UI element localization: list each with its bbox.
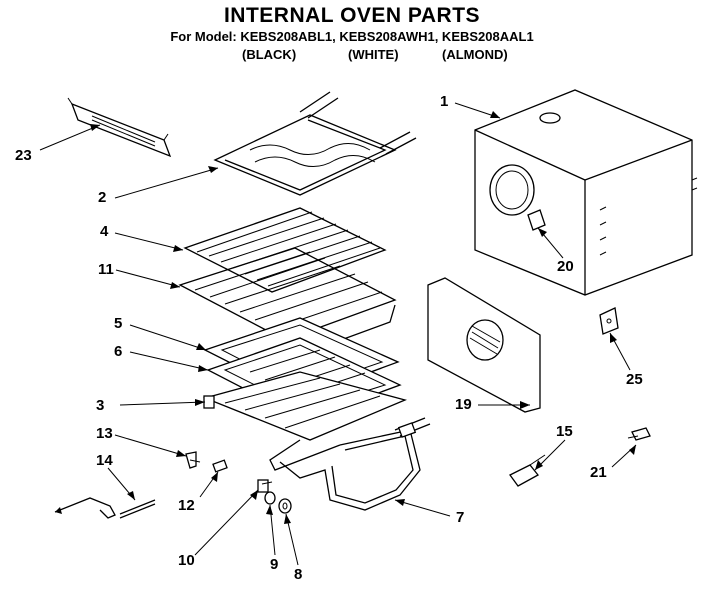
part-25-bracket bbox=[599, 307, 619, 335]
callout-11: 11 bbox=[98, 261, 114, 278]
callout-5: 5 bbox=[114, 315, 123, 332]
variant-black: (BLACK) bbox=[242, 47, 297, 62]
title-block: INTERNAL OVEN PARTS For Model: KEBS208AB… bbox=[0, 4, 704, 44]
callout-13: 13 bbox=[96, 425, 113, 442]
callout-6: 6 bbox=[114, 343, 123, 360]
part-21-clip bbox=[627, 427, 651, 441]
part-2-broil-element bbox=[213, 91, 417, 196]
callout-12: 12 bbox=[178, 497, 195, 514]
callout-23: 23 bbox=[15, 147, 32, 164]
part-23-bracket bbox=[67, 97, 172, 158]
page-title: INTERNAL OVEN PARTS bbox=[223, 4, 481, 27]
model-numbers: For Model: KEBS208ABL1, KEBS208AWH1, KEB… bbox=[170, 29, 534, 44]
part-7-bake-element bbox=[269, 417, 431, 511]
variant-white: (WHITE) bbox=[348, 47, 399, 62]
callout-15: 15 bbox=[556, 423, 573, 440]
part-15-terminal-block bbox=[509, 454, 546, 487]
part-13-clip bbox=[185, 451, 201, 469]
callout-7: 7 bbox=[456, 509, 465, 526]
part-9-washer bbox=[264, 491, 276, 505]
callout-1: 1 bbox=[440, 93, 449, 110]
callout-2: 2 bbox=[98, 189, 107, 206]
part-20-light-socket bbox=[527, 209, 546, 231]
callout-19: 19 bbox=[455, 396, 472, 413]
leader-arrowheads bbox=[90, 111, 636, 524]
part-8-nut bbox=[278, 498, 292, 514]
callout-14: 14 bbox=[96, 452, 113, 469]
part-1-oven-cavity bbox=[474, 89, 698, 296]
callout-4: 4 bbox=[100, 223, 109, 240]
callout-25: 25 bbox=[626, 371, 643, 388]
callout-20: 20 bbox=[557, 258, 574, 275]
callout-10: 10 bbox=[178, 552, 195, 569]
part-3-oven-bottom bbox=[202, 371, 408, 441]
variant-almond: (ALMOND) bbox=[442, 47, 508, 62]
callout-3: 3 bbox=[96, 397, 105, 414]
part-14-temperature-probe bbox=[54, 497, 156, 519]
callout-9: 9 bbox=[270, 556, 279, 573]
callout-21: 21 bbox=[590, 464, 607, 481]
part-19-fan-cover bbox=[427, 277, 541, 413]
callout-8: 8 bbox=[294, 566, 303, 583]
part-12-plug bbox=[212, 459, 228, 473]
part-10-clip bbox=[257, 479, 273, 493]
